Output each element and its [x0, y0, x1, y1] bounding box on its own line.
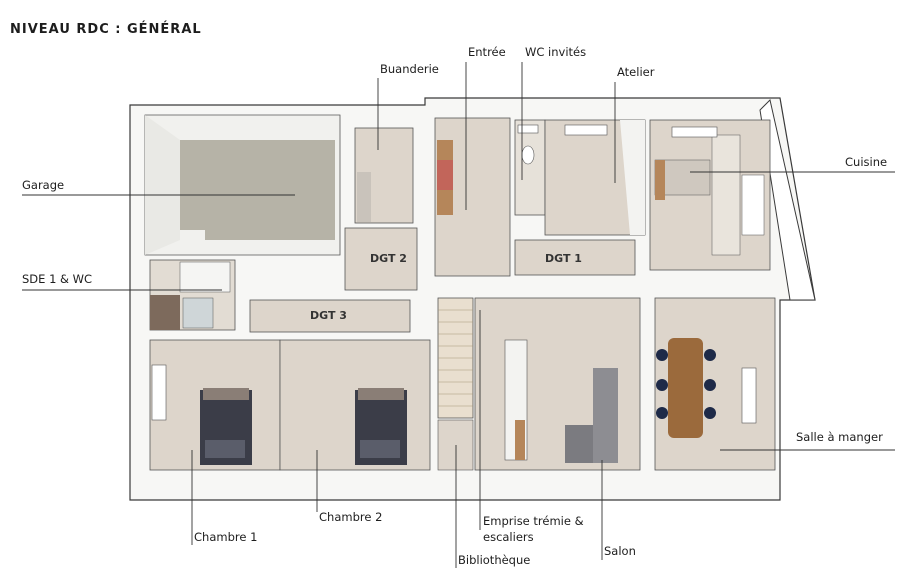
label-cuisine: Cuisine: [845, 155, 888, 169]
label-buanderie: Buanderie: [380, 62, 439, 76]
wc-invites-room: [514, 119, 546, 216]
label-emprise: Emprise trémie &: [483, 514, 584, 528]
label-chambre1: Chambre 1: [194, 530, 258, 544]
dgt1-room: [514, 239, 636, 276]
dgt3-room: [249, 299, 411, 333]
label-atelier: Atelier: [617, 65, 655, 79]
label-salle-manger: Salle à manger: [796, 430, 883, 444]
garage-room: [144, 114, 341, 256]
label-escaliers: escaliers: [483, 530, 534, 544]
dgt2-label: DGT 2: [370, 252, 407, 265]
label-garage: Garage: [22, 178, 65, 192]
dgt2-room: [344, 227, 418, 291]
leader-lines: [22, 62, 895, 568]
chambre2-room: [279, 339, 431, 471]
stairs-area: [437, 297, 474, 471]
entree-room: [434, 117, 511, 277]
cuisine-room: [649, 119, 771, 271]
sde-room: [149, 259, 236, 331]
salon-room: [474, 297, 641, 471]
label-entree: Entrée: [468, 45, 506, 59]
buanderie-room: [354, 127, 414, 224]
plan-title: NIVEAU RDC : GÉNÉRAL: [10, 22, 202, 37]
label-bibliotheque: Bibliothèque: [458, 553, 531, 567]
chambre1-room: [149, 339, 281, 471]
label-chambre2: Chambre 2: [319, 510, 383, 524]
label-sde: SDE 1 & WC: [22, 272, 93, 286]
label-wc-invites: WC invités: [525, 45, 587, 59]
salle-manger-room: [654, 297, 776, 471]
label-salon: Salon: [604, 544, 636, 558]
dgt3-label: DGT 3: [310, 309, 347, 322]
atelier-room: [544, 119, 646, 236]
dgt1-label: DGT 1: [545, 252, 582, 265]
